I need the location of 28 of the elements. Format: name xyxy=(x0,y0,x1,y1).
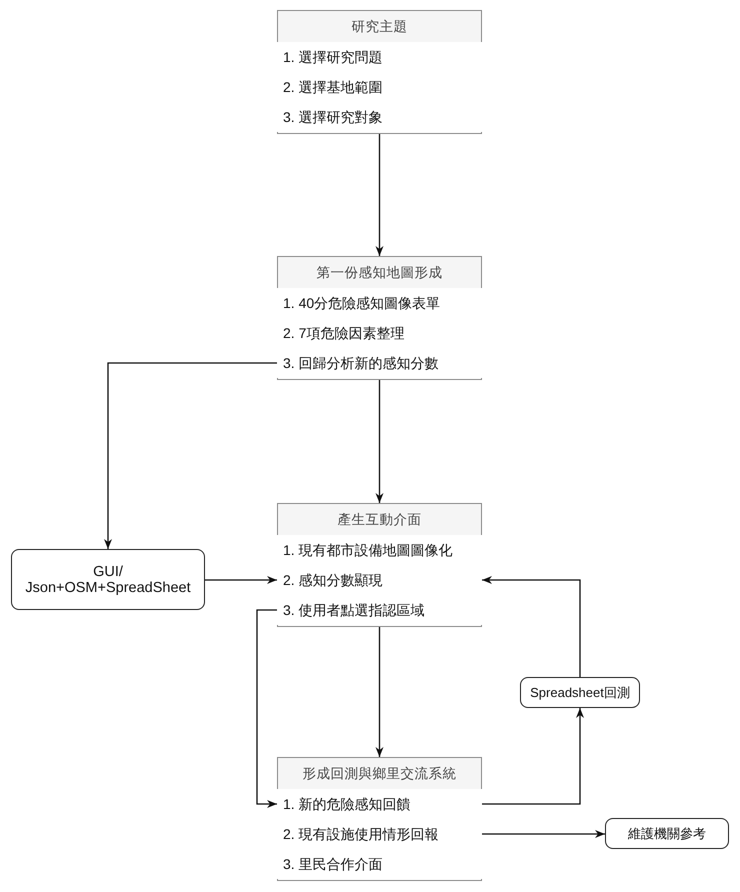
list-item-text: 1. 新的危險感知回饋 xyxy=(283,796,411,812)
arrow xyxy=(376,627,384,757)
list-item-text: 3. 選擇研究對象 xyxy=(283,109,383,125)
list-item-text: 3. 里民合作介面 xyxy=(283,856,383,872)
list-header: 第一份感知地圖形成 xyxy=(278,257,481,289)
arrow xyxy=(256,609,277,808)
arrow xyxy=(104,362,277,549)
list-item-text: 1. 選擇研究問題 xyxy=(283,49,383,65)
arrow xyxy=(482,576,581,677)
arrow xyxy=(482,708,584,805)
list-header: 研究主題 xyxy=(278,11,481,43)
list-item-text: 1. 40分危險感知圖像表單 xyxy=(283,295,440,311)
arrow xyxy=(482,830,605,838)
list-item-text: 2. 現有設施使用情形回報 xyxy=(283,826,439,842)
process-box: Spreadsheet回測 xyxy=(520,677,640,708)
list-item-text: 2. 選擇基地範圍 xyxy=(283,79,383,95)
list-header: 形成回測與鄉里交流系統 xyxy=(278,758,481,790)
list-item-text: 2. 7項危險因素整理 xyxy=(283,325,404,341)
process-box: 維護機關參考 xyxy=(605,818,729,849)
list-header: 產生互動介面 xyxy=(278,504,481,536)
arrow xyxy=(376,134,384,256)
list-item-text: 3. 回歸分析新的感知分數 xyxy=(283,355,439,371)
process-box: GUI/ Json+OSM+SpreadSheet xyxy=(11,549,205,610)
arrow xyxy=(205,576,277,584)
list-item-text: 3. 使用者點選指認區域 xyxy=(283,602,425,618)
list-item-text: 2. 感知分數顯現 xyxy=(283,572,383,588)
list-item-text: 1. 現有都市設備地圖圖像化 xyxy=(283,542,453,558)
arrow xyxy=(376,380,384,503)
